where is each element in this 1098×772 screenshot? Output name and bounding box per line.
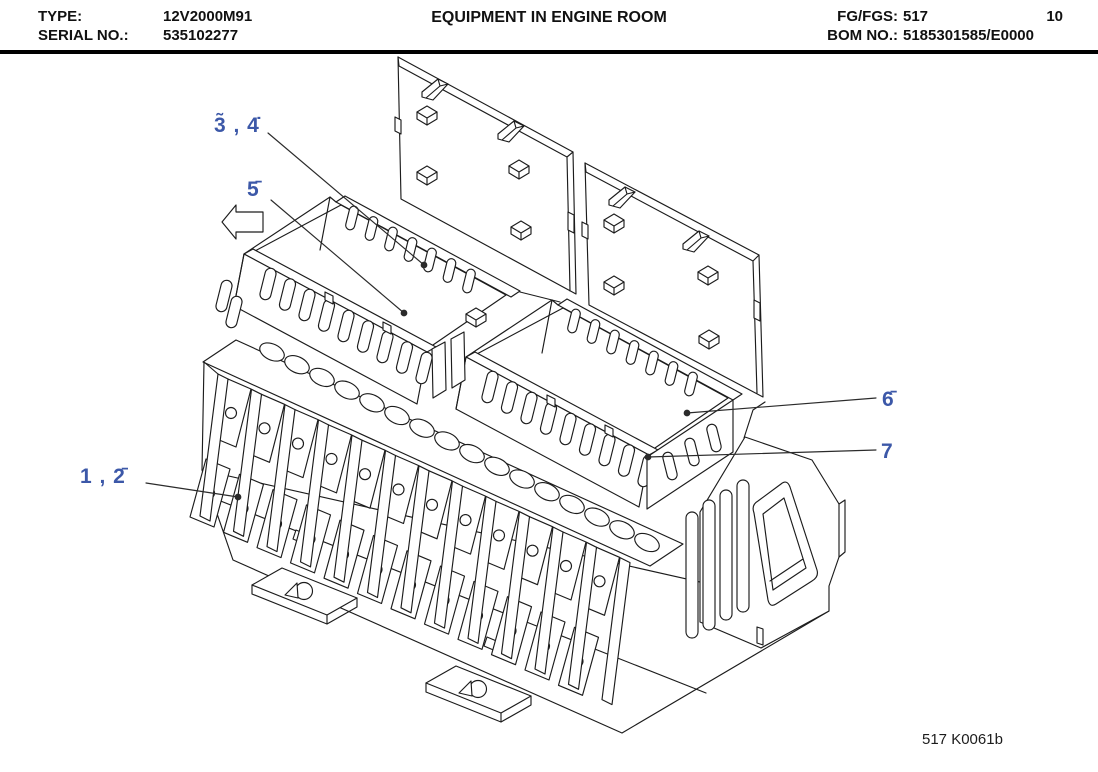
terminal-block — [202, 338, 684, 567]
bom-value: 5185301585/E0000 — [903, 27, 1034, 44]
fg-label: FG/FGS: — [837, 8, 898, 25]
lid-right — [581, 162, 764, 398]
figure-code: 517 K0061b — [922, 731, 1003, 748]
serial-value: 535102277 — [163, 27, 239, 44]
fg-value: 517 — [903, 8, 929, 25]
serial-label: SERIAL NO.: — [38, 27, 129, 44]
callout-7: 7 — [881, 440, 894, 463]
view-direction-arrow-icon — [221, 204, 264, 240]
end-cap — [685, 401, 846, 649]
callout-5: 5̄ — [247, 178, 260, 201]
tray-right — [431, 291, 742, 510]
bom-label: BOM NO.: — [827, 27, 898, 44]
leader-lines — [145, 132, 877, 501]
lid-left — [394, 56, 577, 295]
page-title: EQUIPMENT IN ENGINE ROOM — [431, 9, 667, 26]
header-rule — [0, 50, 1098, 54]
callout-6: 6̄ — [882, 388, 895, 411]
terminal-fins — [189, 361, 631, 706]
type-value: 12V2000M91 — [163, 8, 253, 25]
callout-1-2: 1 , 2̄ — [80, 465, 126, 488]
type-label: TYPE: — [38, 8, 83, 25]
callout-3-4: 3̃ , 4̇ — [214, 114, 260, 137]
page-number: 10 — [1046, 8, 1063, 25]
